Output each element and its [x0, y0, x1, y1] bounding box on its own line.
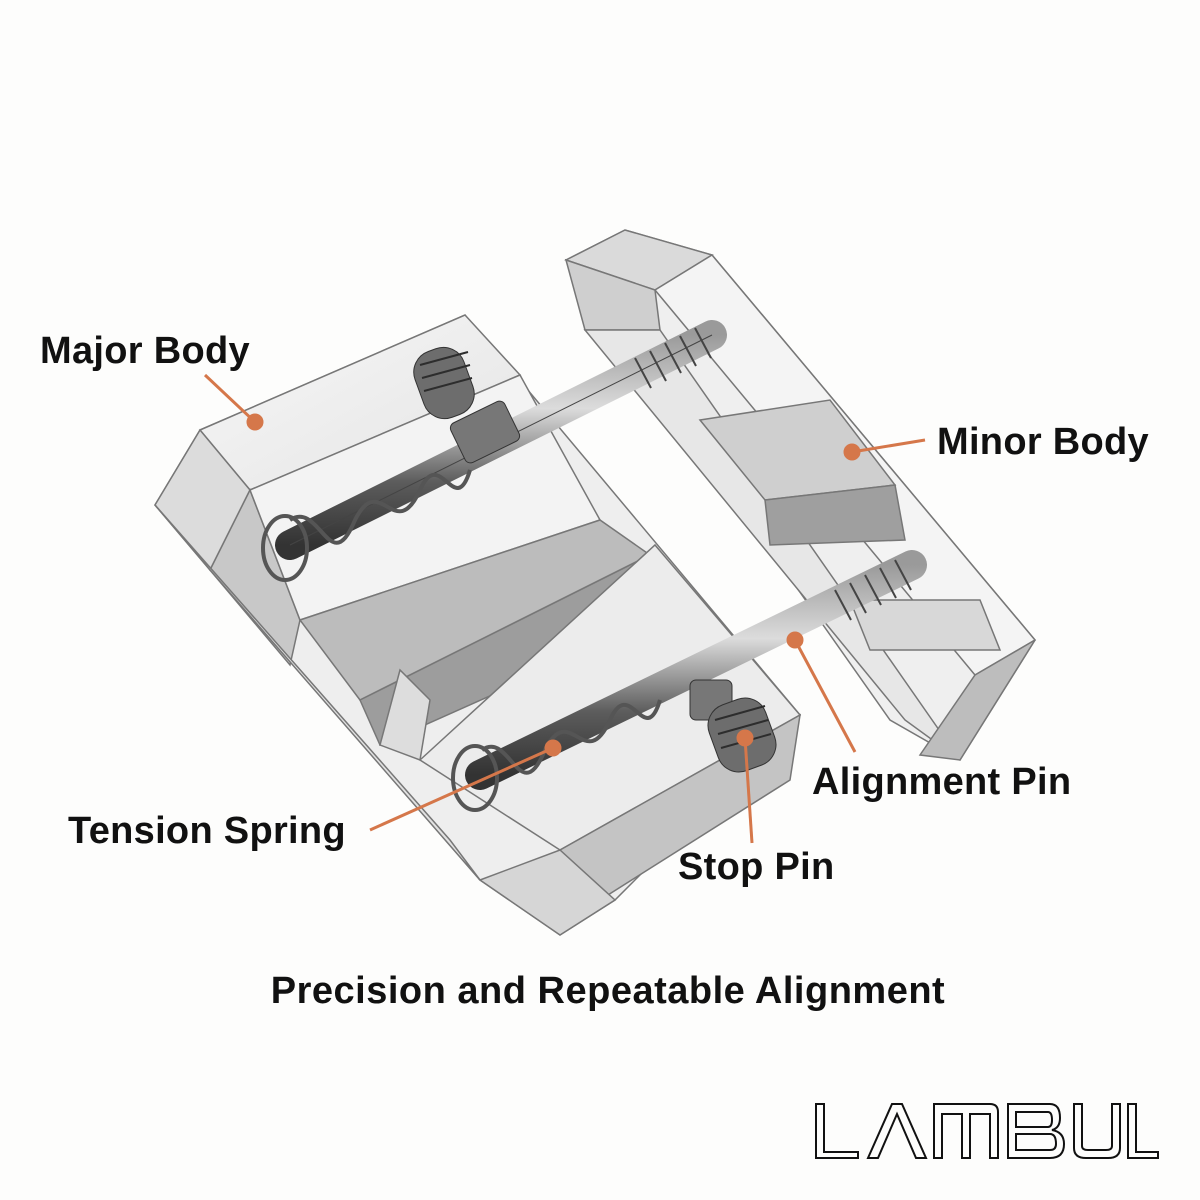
label-stop-pin: Stop Pin — [678, 846, 835, 888]
label-tension-spring: Tension Spring — [68, 810, 346, 852]
tension-spring-top — [261, 469, 472, 582]
callout-dot-minor-body — [843, 443, 861, 461]
callout-leaders — [203, 373, 926, 844]
callout-dot-major-body — [246, 413, 264, 431]
lambul-logo — [815, 1103, 1159, 1159]
callout-dot-stop-pin — [736, 729, 754, 747]
label-major-body: Major Body — [40, 330, 250, 372]
diagram-caption: Precision and Repeatable Alignment — [270, 970, 946, 1012]
label-minor-body: Minor Body — [937, 421, 1149, 463]
callout-dot-tension-spring — [544, 739, 562, 757]
stop-pin-top — [413, 346, 475, 420]
callout-dot-alignment-pin — [786, 631, 804, 649]
label-alignment-pin: Alignment Pin — [812, 761, 1072, 803]
